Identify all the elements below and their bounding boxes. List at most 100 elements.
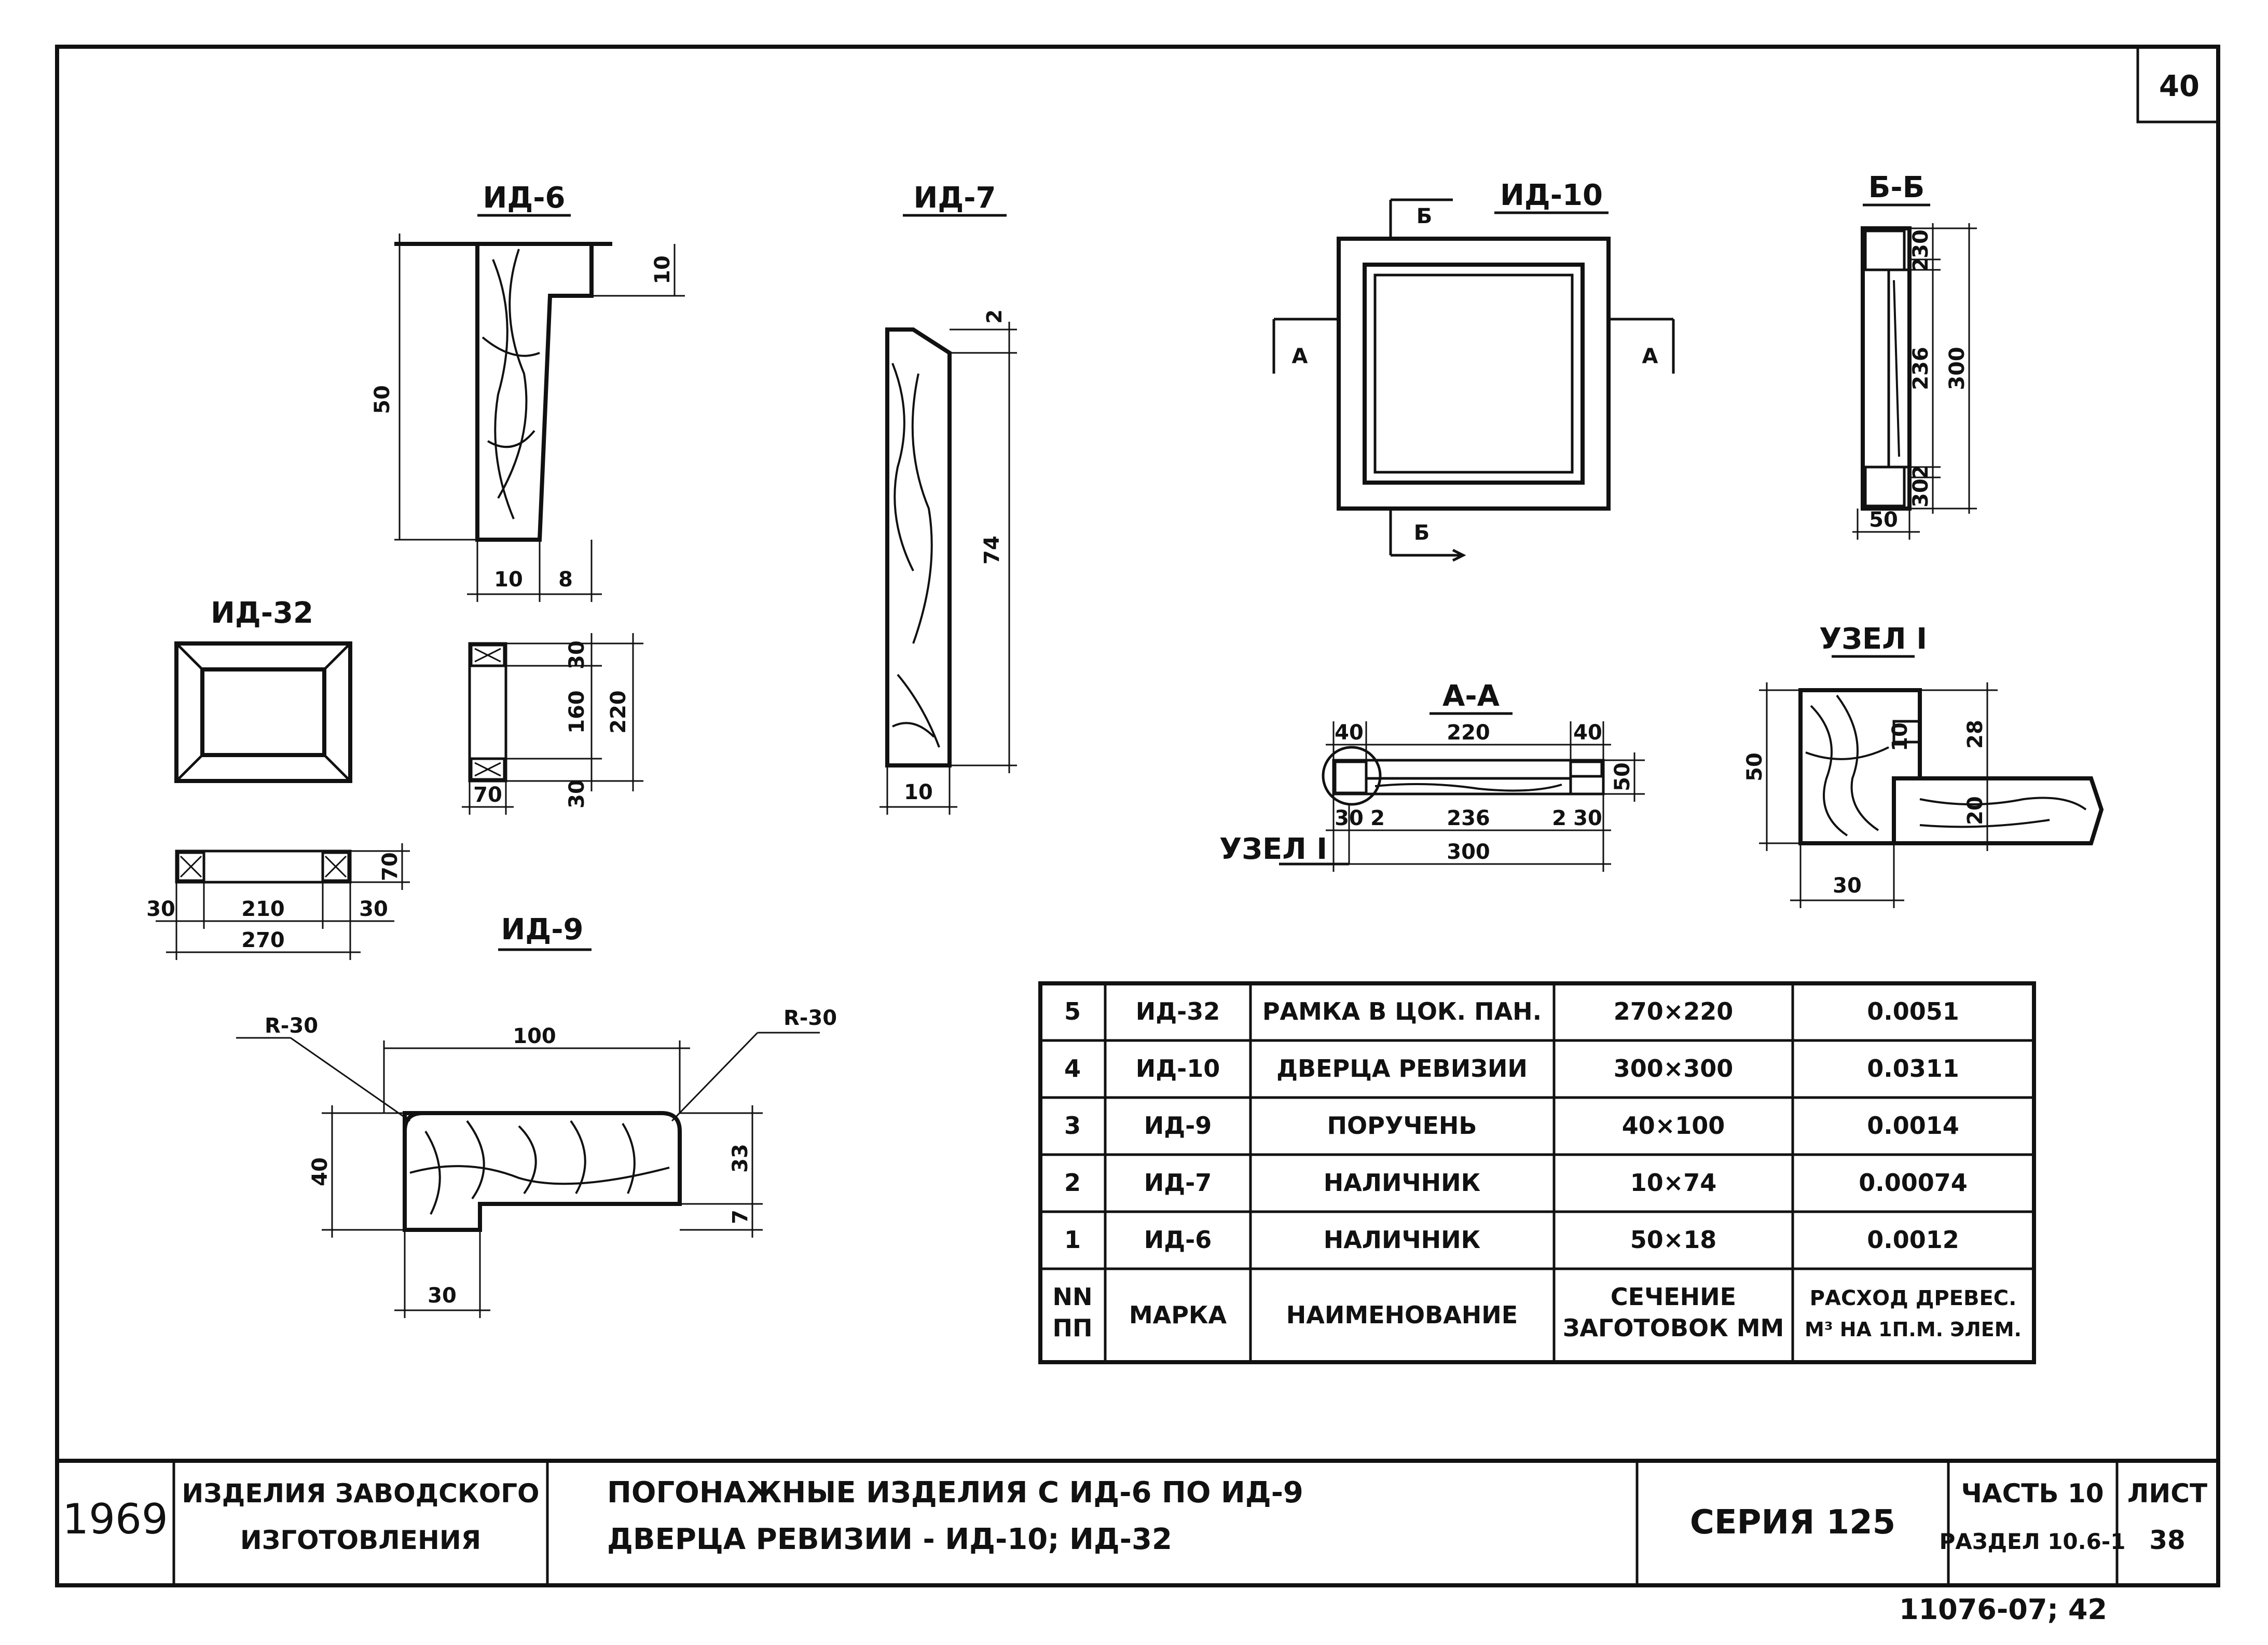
id9-radius-right: R-30: [784, 1006, 837, 1030]
table-row: 5 ИД-32 РАМКА В ЦОК. ПАН. 270×220 0.0051: [1064, 997, 1959, 1025]
id9-dim-33: 33: [728, 1144, 752, 1173]
id10-frame-outer: [1337, 237, 1611, 511]
id32-dim-220: 220: [607, 690, 630, 734]
sheet-frame: [55, 45, 2220, 1587]
bb-title: Б-Б: [1868, 171, 1925, 204]
svg-text:2: 2: [1064, 1169, 1081, 1197]
id32-dim-30-left: 30: [146, 897, 175, 921]
svg-text:ДВЕРЦА РЕВИЗИИ: ДВЕРЦА РЕВИЗИИ: [1276, 1054, 1528, 1082]
corner-number: 40: [2159, 70, 2200, 103]
svg-text:10×74: 10×74: [1630, 1169, 1717, 1197]
spec-table: 5 ИД-32 РАМКА В ЦОК. ПАН. 270×220 0.0051…: [1038, 981, 2036, 1364]
id7-title: ИД-7: [914, 181, 996, 215]
aa-dim-30-right: 30: [1573, 806, 1602, 830]
id32-dim-30-bottom: 30: [565, 779, 589, 808]
svg-text:1: 1: [1064, 1226, 1081, 1254]
title-sheet-number: 38: [2149, 1525, 2185, 1555]
aa-node-label: УЗЕЛ I: [1219, 832, 1327, 866]
header-num-2: ПП: [1053, 1314, 1093, 1342]
header-section-2: ЗАГОТОВОК ММ: [1563, 1314, 1784, 1342]
id10-cut-b-bottom: Б: [1414, 521, 1430, 545]
id10-title: ИД-10: [1500, 179, 1603, 212]
svg-text:0.00074: 0.00074: [1859, 1169, 1968, 1197]
table-row: 1 ИД-6 НАЛИЧНИК 50×18 0.0012: [1064, 1226, 1959, 1254]
svg-text:ПОРУЧЕНЬ: ПОРУЧЕНЬ: [1327, 1112, 1477, 1140]
id9-dim-7: 7: [728, 1210, 752, 1224]
svg-text:ИД-7: ИД-7: [1144, 1169, 1212, 1197]
svg-text:РАМКА В ЦОК. ПАН.: РАМКА В ЦОК. ПАН.: [1262, 997, 1542, 1025]
id32-dim-30-top: 30: [565, 640, 589, 669]
bb-dim-2-bottom: 2: [1909, 465, 1933, 479]
id10-cut-a-left: А: [1292, 345, 1308, 368]
title-section: РАЗДЕЛ 10.6-1: [1939, 1529, 2125, 1554]
id32-side-section: [468, 642, 507, 783]
id6-dim-10-bottom: 10: [494, 568, 523, 592]
aa-dim-40-left: 40: [1335, 721, 1364, 745]
bb-dim-2-top: 2: [1909, 257, 1933, 272]
aa-node-marker: [1322, 746, 1382, 806]
svg-text:ИД-9: ИД-9: [1144, 1112, 1212, 1140]
id6-dim-8: 8: [558, 568, 573, 592]
bb-dim-30-bottom: 30: [1909, 478, 1933, 508]
header-volume-2: М³ НА 1П.М. ЭЛЕМ.: [1805, 1318, 2022, 1341]
aa-dim-220: 220: [1447, 721, 1490, 745]
id32-dim-70-bottom: 70: [378, 852, 402, 881]
header-mark: МАРКА: [1129, 1301, 1227, 1329]
view-section-aa: А-А 40 220 40 50 30 2 236 2 30 300 УЗЕЛ …: [1219, 679, 1645, 872]
table-row: 3 ИД-9 ПОРУЧЕНЬ 40×100 0.0014: [1064, 1112, 1959, 1140]
aa-dim-2-right: 2: [1552, 806, 1566, 830]
table-row: 4 ИД-10 ДВЕРЦА РЕВИЗИИ 300×300 0.0311: [1064, 1054, 1959, 1082]
id10-cut-a-right: А: [1642, 345, 1658, 368]
bb-dim-236: 236: [1909, 347, 1933, 390]
id10-cut-b-top: Б: [1417, 204, 1433, 228]
title-group-line1: ИЗДЕЛИЯ ЗАВОДСКОГО: [182, 1478, 539, 1509]
header-volume-1: РАСХОД ДРЕВЕС.: [1810, 1286, 2017, 1310]
svg-text:50×18: 50×18: [1630, 1226, 1717, 1254]
node1-dim-10: 10: [1888, 722, 1912, 751]
view-id7: ИД-7 2 74 10: [879, 181, 1017, 815]
view-id10: ИД-10 Б Б А А: [1272, 179, 1675, 562]
title-main-line2: ДВЕРЦА РЕВИЗИИ - ИД-10; ИД-32: [607, 1523, 1172, 1556]
table-header-row: NN ПП МАРКА НАИМЕНОВАНИЕ СЕЧЕНИЕ ЗАГОТОВ…: [1053, 1283, 2022, 1342]
view-section-bb: Б-Б 30 2 236 300 2 30 50: [1852, 171, 1977, 540]
id32-frame-outer: [174, 641, 352, 783]
id9-profile: [403, 1111, 682, 1232]
aa-title: А-А: [1442, 679, 1500, 713]
id6-dim-10-top: 10: [651, 255, 675, 284]
id9-dim-100: 100: [513, 1024, 556, 1048]
view-node-1: УЗЕЛ I 50 10 28 20 30: [1743, 622, 2104, 908]
svg-text:НАЛИЧНИК: НАЛИЧНИК: [1324, 1169, 1481, 1197]
header-section-1: СЕЧЕНИЕ: [1611, 1283, 1736, 1311]
header-name: НАИМЕНОВАНИЕ: [1286, 1301, 1518, 1329]
svg-text:0.0051: 0.0051: [1867, 997, 1959, 1025]
svg-text:40×100: 40×100: [1622, 1112, 1725, 1140]
title-sheet-label: ЛИСТ: [2127, 1478, 2207, 1509]
svg-text:4: 4: [1064, 1054, 1081, 1082]
footer-code: 11076-07; 42: [1899, 1593, 2107, 1626]
aa-dim-50: 50: [1611, 762, 1634, 791]
id7-profile: [885, 327, 952, 767]
view-id9: ИД-9 R-30 R-30 100 40 33 7 30: [236, 913, 837, 1318]
svg-text:0.0014: 0.0014: [1867, 1112, 1959, 1140]
bb-dim-30-top: 30: [1909, 229, 1933, 258]
id32-dim-30-right: 30: [359, 897, 388, 921]
svg-text:ИД-10: ИД-10: [1136, 1054, 1220, 1082]
svg-text:5: 5: [1064, 997, 1081, 1025]
node1-dim-28: 28: [1963, 720, 1987, 749]
id6-title: ИД-6: [483, 181, 566, 215]
id9-radius-left: R-30: [265, 1014, 318, 1038]
node1-dim-50: 50: [1743, 752, 1767, 782]
view-id32: ИД-32 30 160 220 30 70 70: [146, 596, 643, 960]
corner-box: [2136, 45, 2220, 124]
id9-dim-30: 30: [428, 1284, 457, 1308]
title-main-line1: ПОГОНАЖНЫЕ ИЗДЕЛИЯ С ИД-6 ПО ИД-9: [607, 1476, 1303, 1510]
id7-dim-2: 2: [983, 309, 1007, 324]
node1-title: УЗЕЛ I: [1819, 622, 1927, 656]
id32-title: ИД-32: [211, 596, 313, 630]
aa-dim-2-left: 2: [1370, 806, 1385, 830]
title-series: СЕРИЯ 125: [1690, 1503, 1895, 1542]
svg-text:ИД-6: ИД-6: [1144, 1226, 1212, 1254]
view-id6: ИД-6 50 10 10 8: [370, 181, 685, 602]
